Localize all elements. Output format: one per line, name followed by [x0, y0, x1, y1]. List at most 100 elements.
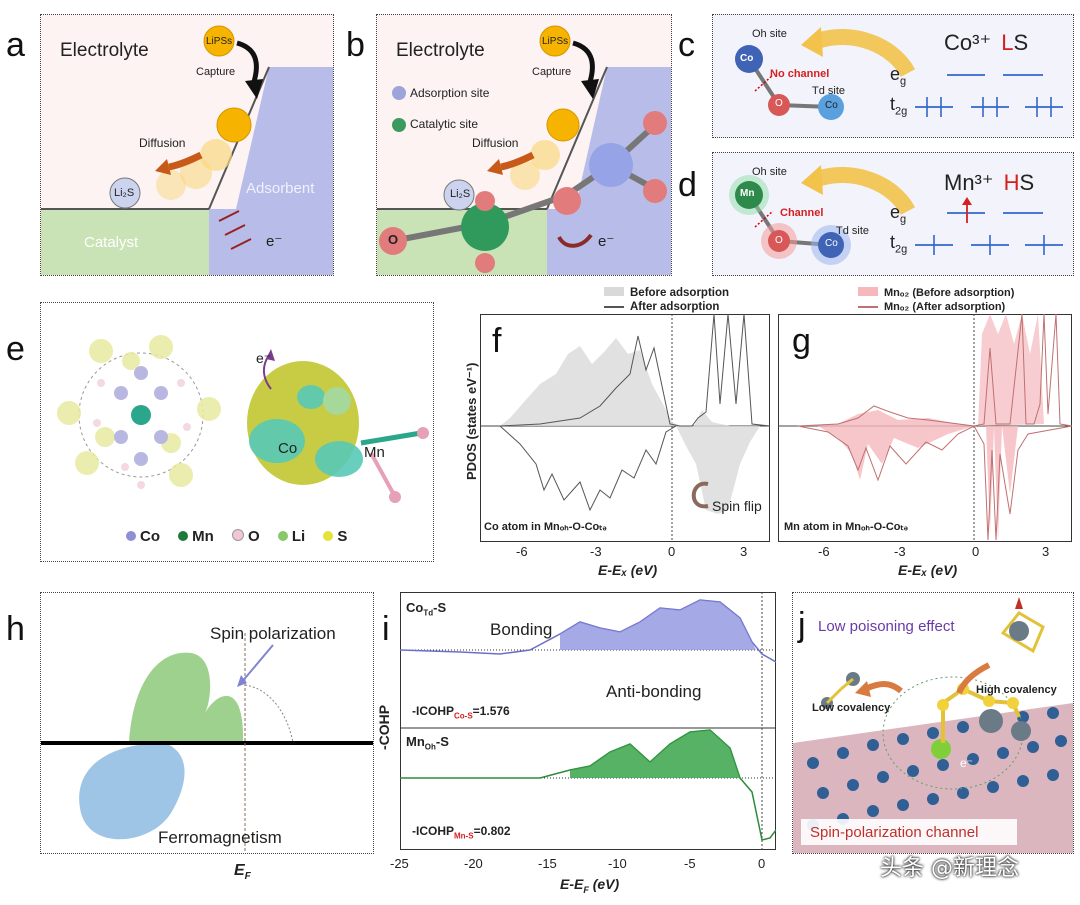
i-bottom-title-tail: -S — [435, 734, 449, 749]
d-channel: Channel — [780, 207, 824, 219]
d-o: O — [775, 235, 783, 246]
b-capture: Capture — [532, 66, 572, 78]
i-bottom-fill — [570, 730, 740, 778]
i-bottom-title: MnOh-S — [406, 734, 449, 752]
d-ion-text: Mn³⁺ — [944, 170, 994, 195]
d-co: Co — [825, 238, 838, 249]
panel-i-plot — [400, 592, 776, 850]
panel-j-frame — [792, 592, 1074, 854]
g-before-down2 — [986, 426, 1018, 542]
panel-c-illustration — [735, 27, 1063, 120]
g-legend: Mnₒ₂ (Before adsorption) Mnₒ₂ (After ads… — [858, 286, 1014, 314]
h-spin-polarization: Spin polarization — [210, 624, 336, 643]
f-before-down — [676, 426, 760, 514]
i-top-title-text: Co — [406, 600, 424, 615]
g-tick-3: 0 — [972, 544, 980, 559]
g-before-up — [798, 410, 974, 426]
i-top-title-tail: -S — [433, 600, 447, 615]
c-ion-text: Co³⁺ — [944, 30, 992, 55]
i-top-icohp-val: =1.576 — [472, 704, 510, 718]
g-tick-2: -3 — [894, 544, 906, 559]
panel-c-frame — [712, 14, 1074, 138]
legend-co-dot — [126, 531, 136, 541]
a-lipss: LiPSs — [206, 36, 233, 47]
i-bottom-icohp-val: =0.802 — [473, 824, 511, 838]
e-electron: e⁻ — [256, 350, 272, 366]
a-li2s: Li₂S — [114, 187, 135, 199]
d-t2g-sub: 2g — [895, 243, 908, 256]
legend-mn-dot — [178, 531, 189, 541]
i-tick-4: -10 — [608, 856, 627, 871]
f-legend-before-swatch — [604, 287, 624, 296]
h-ef: EF — [234, 862, 251, 882]
legend-li: Li — [291, 528, 306, 545]
j-high-covalency: High covalency — [976, 684, 1057, 696]
h-ef-text: E — [234, 862, 245, 879]
c-t2g: t2g — [890, 94, 907, 118]
panel-j-illustration — [793, 597, 1073, 853]
a-diffusion: Diffusion — [139, 136, 186, 150]
g-xlabel: E-Eₓ (eV) — [898, 562, 958, 578]
b-adsorption-site: Adsorption site — [410, 86, 490, 100]
i-xlabel-sub: F — [583, 884, 589, 895]
c-eg-text: e — [890, 64, 901, 84]
f-tick-2: -3 — [590, 544, 602, 559]
i-top-title: CoTd-S — [406, 600, 446, 618]
b-o: O — [388, 232, 399, 247]
c-t2g-text: t — [890, 94, 896, 114]
i-top-icohp-sub: Co-S — [454, 711, 473, 721]
panel-letter-h: h — [6, 610, 25, 648]
i-xlabel-tail: (eV) — [588, 876, 620, 892]
f-after-down — [499, 425, 677, 512]
g-caption: Mn atom in Mnₒₕ-O-Coₜₔ — [784, 521, 908, 533]
panel-a-illustration — [41, 25, 333, 275]
g-after-down — [797, 425, 1072, 541]
f-before-up — [500, 338, 730, 426]
a-electron: e⁻ — [266, 233, 283, 250]
panel-d-illustration — [729, 165, 1063, 265]
b-diffusion: Diffusion — [472, 136, 519, 150]
i-bottom-title-text: Mn — [406, 734, 425, 749]
i-anti-bonding: Anti-bonding — [606, 682, 702, 701]
c-eg-sub: g — [900, 75, 907, 88]
panel-letter-c: c — [678, 26, 695, 64]
panel-h-frame — [40, 592, 374, 854]
panel-h-illustration — [41, 633, 373, 853]
d-t2g: t2g — [890, 232, 907, 256]
j-low-covalency: Low covalency — [812, 702, 891, 714]
a-adsorbent: Adsorbent — [246, 180, 315, 197]
legend-s: S — [337, 528, 348, 545]
legend-s-dot — [323, 531, 334, 541]
panel-e-illustration — [57, 335, 429, 503]
c-td-site: Td site — [812, 85, 846, 97]
j-channel: Spin-polarization channel — [810, 824, 979, 841]
e-co-label: Co — [278, 440, 298, 457]
e-legend: Co Mn O Li S — [126, 528, 347, 545]
a-electrolyte: Electrolyte — [60, 40, 149, 61]
d-eg: eg — [890, 202, 906, 226]
e-mn-label: Mn — [364, 444, 385, 461]
h-ef-sub: F — [244, 871, 251, 883]
i-tick-6: 0 — [758, 856, 766, 871]
panel-letter-f: f — [492, 322, 502, 360]
legend-li-dot — [277, 531, 288, 541]
i-xlabel-text: E-E — [560, 876, 584, 892]
g-legend-before: Mnₒ₂ (Before adsorption) — [884, 287, 1015, 299]
d-mn: Mn — [740, 188, 755, 199]
d-ion: Mn³⁺ HS — [944, 170, 1034, 196]
watermark: 头条 @新理念 — [880, 856, 1019, 881]
i-bottom-icohp-sub: Mn-S — [454, 831, 474, 841]
panel-e-frame — [40, 302, 434, 562]
i-top-icohp-text: -ICOHP — [412, 704, 454, 718]
g-legend-after-swatch — [858, 306, 878, 309]
d-eg-text: e — [890, 202, 901, 222]
b-li2s: Li₂S — [450, 188, 471, 200]
c-t2g-sub: 2g — [895, 105, 908, 118]
i-xlabel: E-EF (eV) — [560, 876, 619, 895]
legend-o: O — [248, 528, 260, 545]
c-oh-site: Oh site — [752, 28, 787, 40]
d-eg-sub: g — [900, 213, 907, 226]
j-low-poisoning: Low poisoning effect — [818, 618, 955, 635]
i-bottom-icohp-text: -ICOHP — [412, 824, 454, 838]
panel-g-plot — [778, 314, 1072, 542]
